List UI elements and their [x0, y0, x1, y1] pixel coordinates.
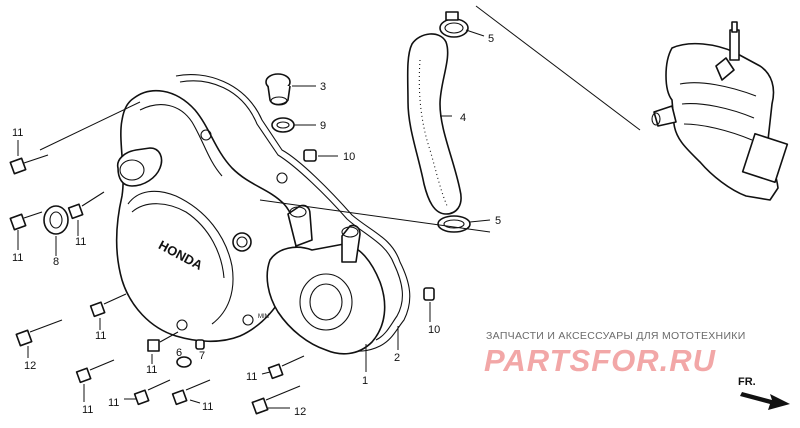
oil-seal [43, 205, 69, 235]
watermark-logo: PARTSFOR.RU [484, 343, 717, 378]
oil-filler-cap [265, 73, 291, 106]
callout-11d: 11 [95, 330, 106, 342]
callout-3: 3 [320, 81, 326, 93]
long-bolt-left [15, 319, 63, 347]
callout-9: 9 [320, 120, 326, 132]
callout-11h: 11 [108, 397, 119, 409]
bolt-bottom-center [171, 379, 211, 406]
front-direction-arrow-icon [740, 392, 790, 410]
callout-8: 8 [53, 256, 59, 268]
callout-10b: 10 [428, 324, 440, 336]
dowel-pin-lower [423, 287, 435, 301]
callout-11b: 11 [12, 252, 23, 264]
water-pump-cover: MIN [258, 204, 386, 355]
callout-6: 6 [176, 347, 182, 359]
watermark-tagline: ЗАПЧАСТИ И АКСЕССУАРЫ ДЛЯ МОТОТЕХНИКИ [486, 330, 746, 342]
callout-7: 7 [199, 350, 205, 362]
callout-1: 1 [362, 375, 368, 387]
callout-2: 2 [394, 352, 400, 364]
callout-11a: 11 [12, 127, 23, 139]
bolt-bottom [133, 379, 171, 406]
callout-11i: 11 [202, 401, 213, 413]
bolt-center [147, 331, 179, 352]
bolts [9, 154, 305, 415]
pump-text: MIN [258, 314, 269, 320]
long-bolt-bottom [251, 385, 301, 415]
o-ring [271, 117, 295, 133]
callout-labels: 5 3 9 4 10 5 11 11 8 11 11 12 11 6 7 11 … [12, 33, 501, 418]
callout-4: 4 [460, 112, 466, 124]
bolt-seal [67, 191, 105, 220]
hose-clamp-upper [439, 11, 469, 38]
bolt-upper-left [9, 154, 49, 175]
bolt-bottom-left [75, 359, 115, 384]
callout-5b: 5 [495, 215, 501, 227]
leader-lines [17, 5, 641, 409]
callout-5a: 5 [488, 33, 494, 45]
bolt-lower [267, 355, 305, 380]
dowel-small [195, 339, 205, 350]
callout-12a: 12 [24, 360, 36, 372]
callout-11e: 11 [146, 364, 157, 376]
hose-clamp-lower [437, 215, 471, 233]
bolt-lower-left [89, 293, 127, 318]
callout-10a: 10 [343, 151, 355, 163]
dowel-pin-upper [303, 149, 317, 162]
clutch-cover: HONDA [115, 90, 297, 343]
callout-12b: 12 [294, 406, 306, 418]
washer [176, 356, 192, 368]
callout-11g: 11 [82, 404, 93, 416]
cylinder-assembly [651, 21, 789, 201]
direction-label: FR. [738, 376, 756, 388]
water-hose [406, 33, 462, 215]
gasket-outline [175, 74, 411, 352]
bolt-left [9, 211, 43, 231]
callout-11f: 11 [246, 371, 257, 383]
callout-11c: 11 [75, 236, 86, 248]
